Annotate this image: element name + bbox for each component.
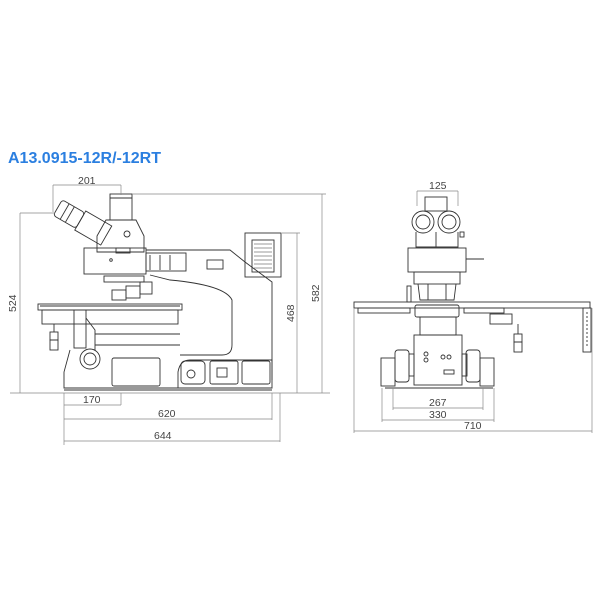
dim-total-height: 524 [7, 294, 19, 312]
dim-stage-width: 710 [464, 420, 482, 432]
dim-overall-height: 582 [310, 284, 322, 302]
dim-lamp-height: 468 [285, 304, 297, 322]
dim-front-offset: 170 [83, 394, 101, 406]
dim-base-inner-width: 267 [429, 397, 447, 409]
dim-front-head-width: 125 [429, 180, 447, 192]
side-view-microscope [37, 193, 282, 391]
model-title: A13.0915-12R/-12RT [8, 150, 161, 167]
dim-base-length: 620 [158, 408, 176, 420]
side-view-dimension-lines [10, 184, 330, 445]
dim-base-width: 330 [429, 409, 447, 421]
front-view-dimension-lines [353, 190, 593, 433]
front-view-microscope [353, 196, 592, 389]
dim-overall-length: 644 [154, 430, 172, 442]
dim-head-width: 201 [78, 175, 96, 187]
